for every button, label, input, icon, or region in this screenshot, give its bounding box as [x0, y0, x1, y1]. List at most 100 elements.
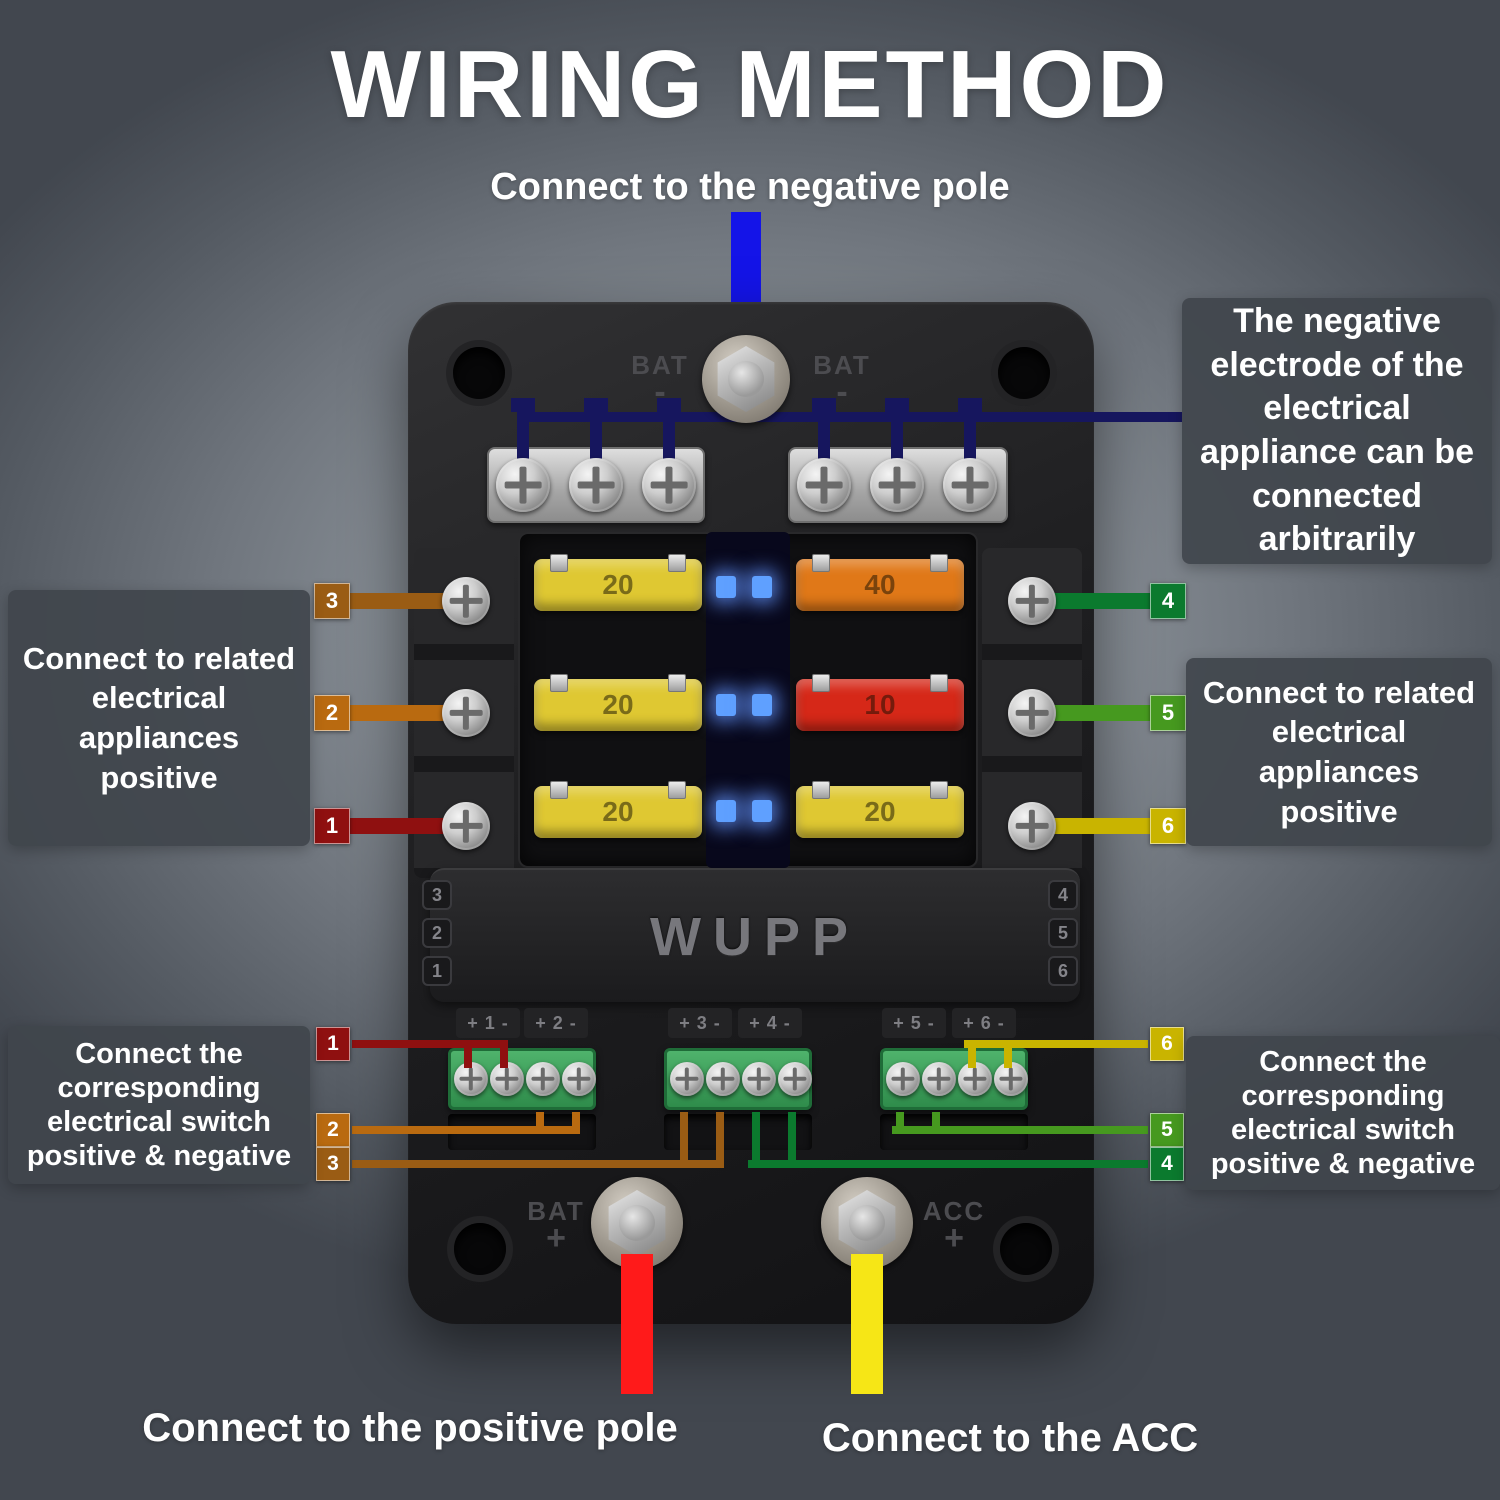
- terminal-label-bat-minus-right: BAT -: [800, 350, 884, 411]
- output-screw-icon: [442, 689, 490, 737]
- fuse-blade-icon: [550, 781, 568, 799]
- switch-wire-3: [716, 1112, 724, 1168]
- terminal-screw-icon: [526, 1062, 560, 1096]
- note-left-switch: Connect the corresponding electrical swi…: [8, 1026, 310, 1184]
- mount-hole-top-right: [998, 347, 1050, 399]
- output-wire-1: [350, 818, 450, 834]
- terminal-screw-icon: [742, 1062, 776, 1096]
- bat-minus-nut-icon: [717, 346, 775, 412]
- output-wire-2: [350, 705, 450, 721]
- note-right-switch: Connect the corresponding electrical swi…: [1186, 1036, 1500, 1190]
- led-indicator-icon: [716, 694, 736, 716]
- switch-badge-1: 1: [316, 1027, 350, 1061]
- switch-wire-6: [968, 1040, 976, 1068]
- switch-wire-2: [536, 1112, 544, 1134]
- fuse-blade-icon: [930, 674, 948, 692]
- negative-lug: [511, 398, 535, 412]
- cover-number: 6: [1048, 956, 1078, 986]
- terminal-sign: -: [654, 373, 666, 411]
- terminal-plate-2: + 2 -: [524, 1008, 588, 1038]
- led-indicator-icon: [752, 694, 772, 716]
- led-indicator-icon: [752, 800, 772, 822]
- negative-lug: [885, 398, 909, 412]
- negative-lug: [657, 398, 681, 412]
- led-indicator-icon: [716, 800, 736, 822]
- port-badge-4: 4: [1150, 583, 1186, 619]
- bus-screw-icon: [943, 458, 997, 512]
- switch-wire-3: [352, 1160, 724, 1168]
- cover-number: 3: [422, 880, 452, 910]
- port-badge-6: 6: [1150, 808, 1186, 844]
- note-negative-pole: Connect to the negative pole: [490, 166, 1010, 208]
- note-right-appliances: Connect to related electrical appliances…: [1186, 658, 1492, 846]
- terminal-plate-6: + 6 -: [952, 1008, 1016, 1038]
- note-negative-electrode: The negative electrode of the electrical…: [1182, 298, 1492, 564]
- negative-branch-line: [517, 412, 1182, 422]
- port-badge-2: 2: [314, 695, 350, 731]
- fuse-circuit-6: 20: [796, 781, 964, 838]
- output-wire-4: [1052, 593, 1152, 609]
- terminal-plate-1: + 1 -: [456, 1008, 520, 1038]
- terminal-label-acc-plus: ACC +: [912, 1196, 996, 1257]
- switch-wire-2: [572, 1112, 580, 1134]
- terminal-screw-icon: [778, 1062, 812, 1096]
- bus-screw-icon: [870, 458, 924, 512]
- terminal-name: BAT: [813, 350, 871, 380]
- page-title: WIRING METHOD: [330, 31, 1170, 138]
- fuse-blade-icon: [812, 674, 830, 692]
- negative-lug: [958, 398, 982, 412]
- terminal-label-bat-plus: BAT +: [516, 1196, 596, 1255]
- switch-badge-5: 5: [1150, 1113, 1184, 1147]
- switch-wire-2: [352, 1126, 580, 1134]
- terminal-label-bat-minus-left: BAT -: [618, 350, 702, 411]
- note-left-appliances: Connect to related electrical appliances…: [8, 590, 310, 846]
- note-positive-pole: Connect to the positive pole: [142, 1406, 678, 1450]
- led-indicator-icon: [716, 576, 736, 598]
- fuse-circuit-2: 20: [534, 674, 702, 731]
- switch-wire-6: [1004, 1040, 1012, 1068]
- switch-wire-5: [932, 1112, 940, 1134]
- switch-wire-6: [964, 1040, 1148, 1048]
- output-wire-3: [350, 593, 450, 609]
- cover-number: 4: [1048, 880, 1078, 910]
- terminal-sign: +: [944, 1219, 964, 1257]
- fuse-blade-icon: [930, 554, 948, 572]
- output-wire-6: [1052, 818, 1152, 834]
- fuse-blade-icon: [930, 781, 948, 799]
- cover-number: 1: [422, 956, 452, 986]
- acc-nut-icon: [838, 1190, 896, 1256]
- terminal-screw-icon: [706, 1062, 740, 1096]
- port-badge-1: 1: [314, 808, 350, 844]
- terminal-plate-4: + 4 -: [738, 1008, 802, 1038]
- terminal-sign: -: [836, 373, 848, 411]
- switch-badge-6: 6: [1150, 1027, 1184, 1061]
- fuse-amp-rating: 40: [864, 569, 896, 600]
- negative-lug: [812, 398, 836, 412]
- switch-wire-5: [896, 1112, 904, 1134]
- fuse-circuit-1: 20: [534, 781, 702, 838]
- bat-plus-nut-icon: [608, 1190, 666, 1256]
- switch-wire-1: [352, 1040, 508, 1048]
- positive-wire: [621, 1254, 653, 1394]
- switch-wire-4: [788, 1112, 796, 1168]
- wire-slot: [664, 1114, 812, 1150]
- terminal-plate-3: + 3 -: [668, 1008, 732, 1038]
- output-screw-icon: [1008, 802, 1056, 850]
- mount-hole-top-left: [453, 347, 505, 399]
- switch-wire-3: [680, 1112, 688, 1168]
- negative-stub: [663, 408, 675, 462]
- fuse-blade-icon: [668, 781, 686, 799]
- terminal-screw-icon: [670, 1062, 704, 1096]
- switch-wire-1: [500, 1040, 508, 1068]
- fuse-circuit-4: 40: [796, 554, 964, 611]
- fuse-blade-icon: [812, 554, 830, 572]
- output-wire-5: [1052, 705, 1152, 721]
- output-screw-icon: [1008, 689, 1056, 737]
- mount-hole-bottom-left: [454, 1223, 506, 1275]
- fuse-blade-icon: [668, 554, 686, 572]
- fuse-blade-icon: [668, 674, 686, 692]
- switch-badge-3: 3: [316, 1147, 350, 1181]
- fuse-blade-icon: [812, 781, 830, 799]
- negative-stub: [818, 408, 830, 462]
